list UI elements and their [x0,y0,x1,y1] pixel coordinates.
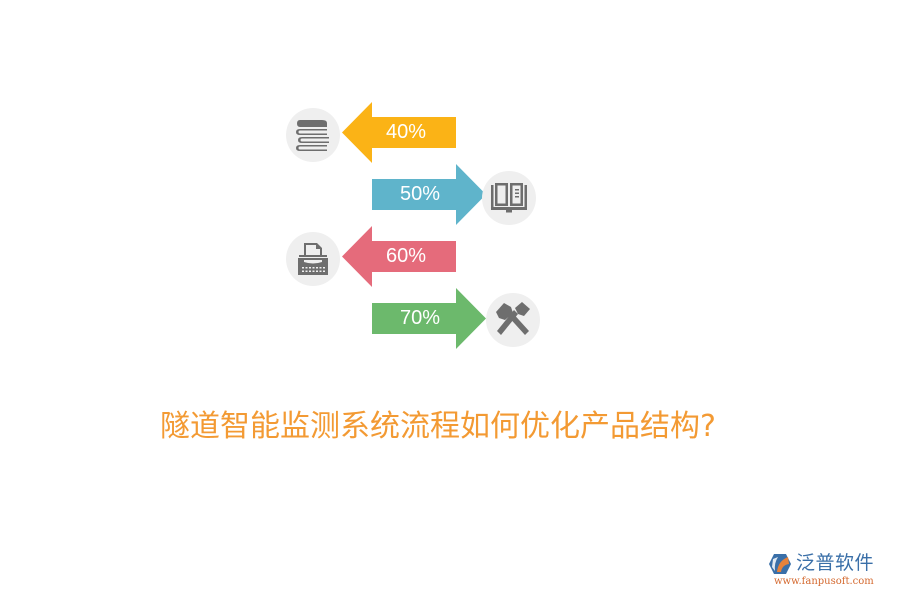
icon-circle-typewriter [286,232,340,286]
icon-circle-books [286,108,340,162]
logo-brand-name: 泛普软件 [796,552,875,574]
arrow-40-percent: 40% [342,102,456,163]
icon-circle-open-book [482,171,536,225]
arrow-50-percent: 50% [372,164,486,225]
arrow-60-percent: 60% [342,226,456,287]
open-book-icon [491,183,527,213]
arrow-shape [372,164,486,225]
arrow-label: 40% [385,121,427,143]
brand-logo: 泛普软件 www.fanpusoft.com [768,551,896,591]
arrow-label: 50% [399,183,441,205]
page-title: 隧道智能监测系统流程如何优化产品结构? [160,409,716,444]
books-stack-icon [296,120,329,151]
crossed-hammers-icon [496,302,530,335]
logo-url: www.fanpusoft.com [774,576,874,587]
arrow-label: 60% [385,245,427,267]
arrow-shape [342,226,456,287]
arrow-label: 70% [399,307,441,329]
arrow-shape [342,102,456,163]
typewriter-icon [298,243,328,275]
arrow-70-percent: 70% [372,288,486,349]
arrow-shape [372,288,486,349]
icon-circle-hammers [486,293,540,347]
logo-mark-icon [769,554,791,574]
